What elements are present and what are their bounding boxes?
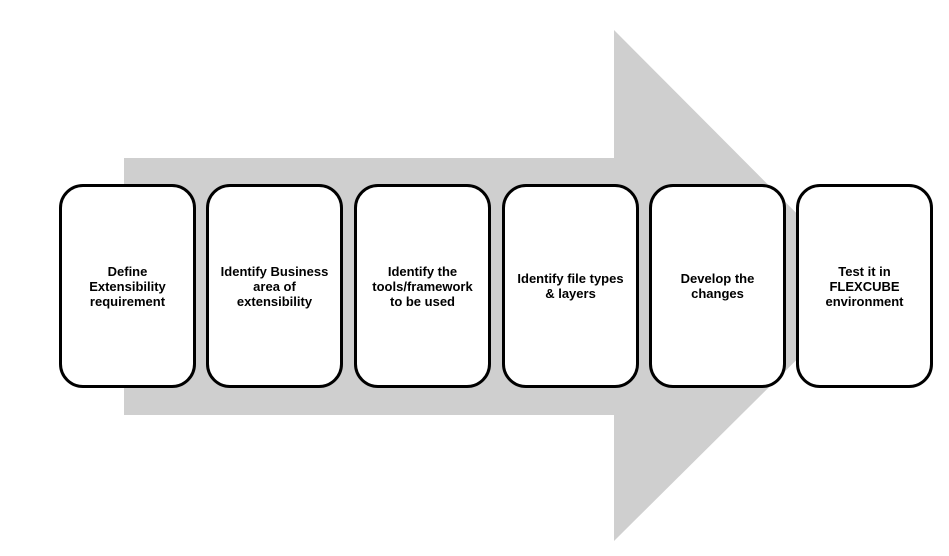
step-label: Develop the changes [680,271,755,301]
step-develop-changes: Develop the changes [649,184,786,388]
step-identify-business-area: Identify Business area of extensibility [206,184,343,388]
step-label: Test it in FLEXCUBE environment [825,263,904,309]
step-label: Define Extensibility requirement [89,263,166,309]
step-identify-tools: Identify the tools/framework to be used [354,184,491,388]
arrow-shape [124,30,870,541]
step-test-flexcube: Test it in FLEXCUBE environment [796,184,933,388]
step-label: Identify Business area of extensibility [220,263,329,309]
step-identify-file-types: Identify file types & layers [502,184,639,388]
step-define-requirement: Define Extensibility requirement [59,184,196,388]
step-label: Identify the tools/framework to be used [372,263,473,309]
step-label: Identify file types & layers [517,271,624,301]
